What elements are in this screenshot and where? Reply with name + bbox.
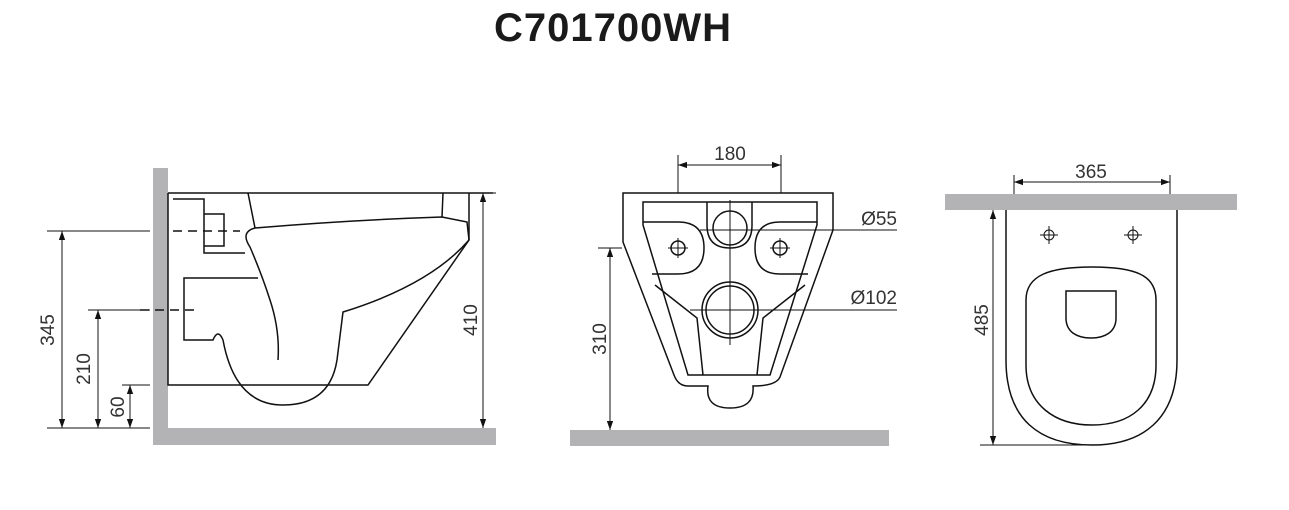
dim-410: 410: [461, 304, 482, 336]
dim-365: 365: [1075, 162, 1107, 183]
dim-180: 180: [714, 144, 746, 165]
dim-210: 210: [74, 353, 95, 385]
floor: [153, 428, 496, 445]
wall: [153, 168, 168, 445]
toilet-top-outline: [1005, 210, 1178, 446]
top-view: 365 485: [945, 162, 1237, 446]
dim-485: 485: [972, 304, 993, 336]
dim-diameter-55: Ø55: [861, 209, 897, 230]
model-title: C701700WH: [493, 6, 732, 50]
toilet-back-outline: [622, 192, 897, 409]
dim-345: 345: [38, 314, 59, 346]
toilet-side-outline: [140, 192, 493, 406]
floor: [570, 430, 889, 446]
dimension-lines: [598, 155, 782, 430]
front-view: 180 310 Ø55 Ø102: [570, 144, 897, 446]
dimension-lines: [47, 192, 496, 429]
dimension-lines: [980, 175, 1171, 446]
dim-diameter-102: Ø102: [851, 288, 897, 309]
dim-60: 60: [108, 396, 129, 417]
dim-310: 310: [590, 323, 611, 355]
wall: [945, 194, 1237, 210]
side-view: 345 210 60 410: [38, 168, 496, 445]
